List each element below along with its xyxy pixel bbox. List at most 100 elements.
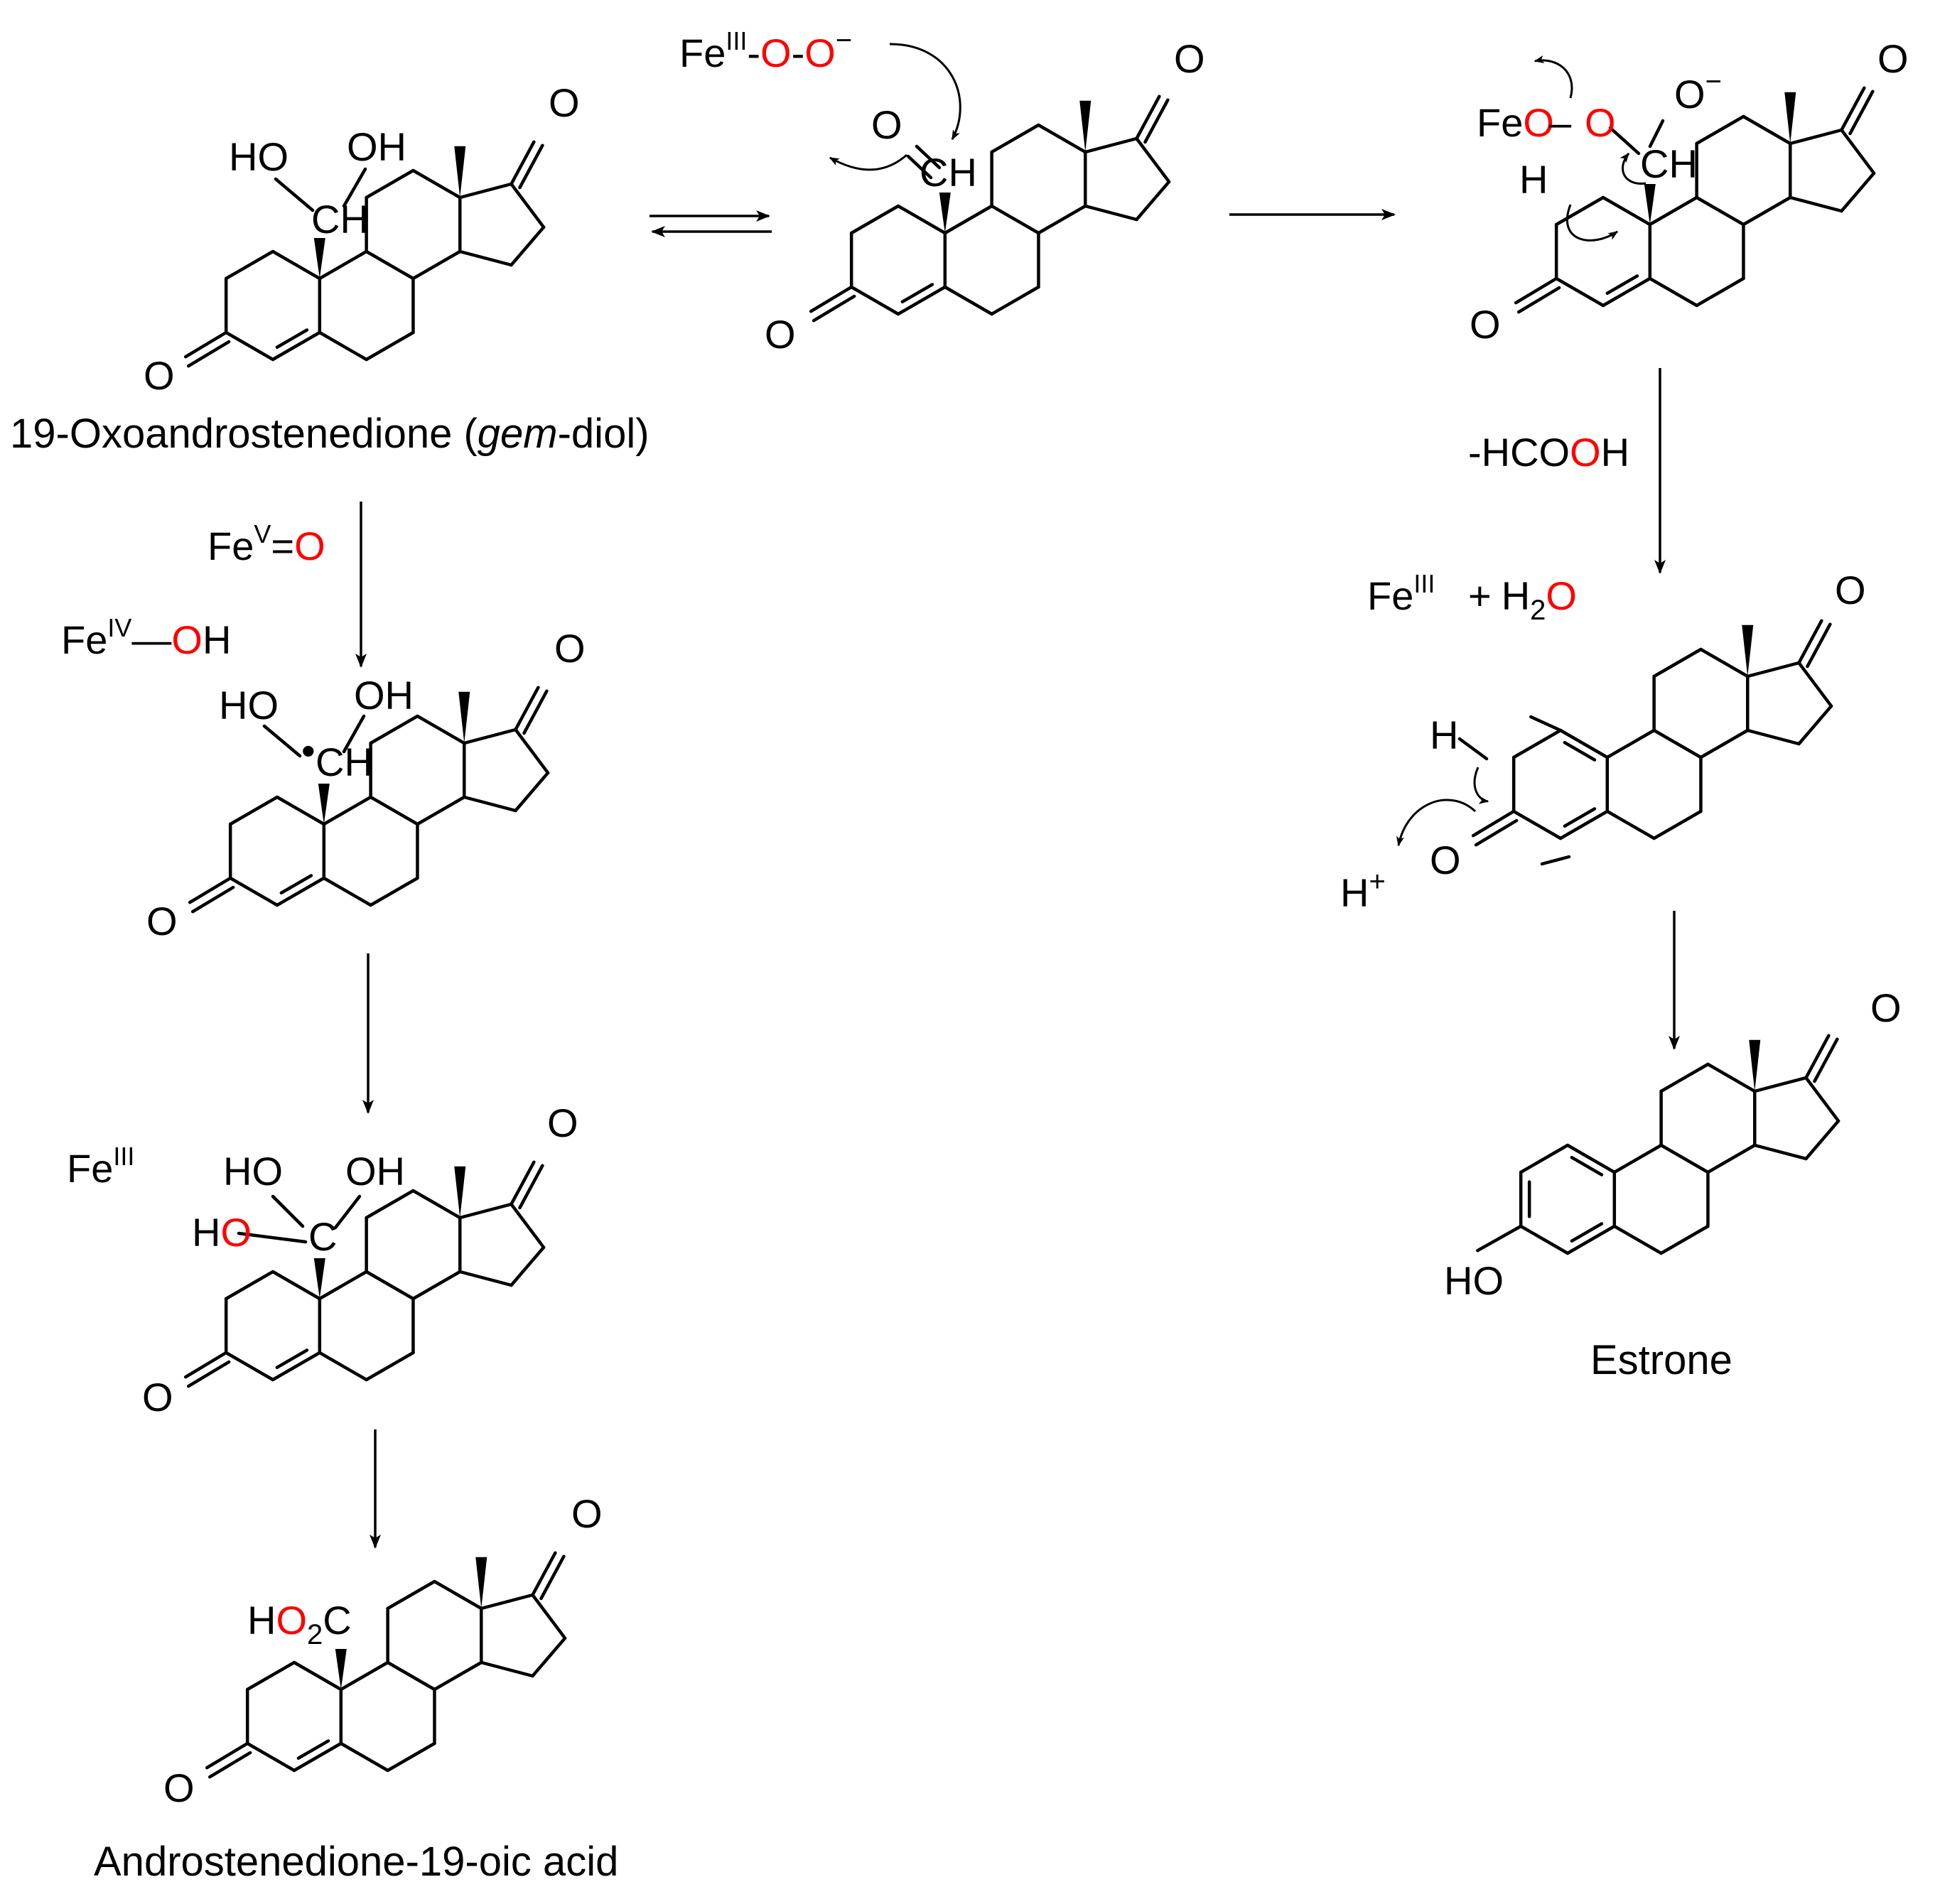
reagent-fe-iii-right: FeIII bbox=[1367, 569, 1435, 618]
reagent-proton: H+ bbox=[1340, 866, 1386, 915]
c18-methyl-wedge bbox=[1742, 624, 1754, 676]
ring-c-bond bbox=[1659, 1062, 1710, 1093]
atom-oh: OH bbox=[347, 124, 406, 169]
c3-carbonyl-double bbox=[1516, 286, 1561, 314]
caption-estrone: Estrone bbox=[1590, 1337, 1732, 1383]
ring-c-bond bbox=[1037, 123, 1087, 154]
atom-o-3: O bbox=[163, 1765, 195, 1810]
ring-b-bond bbox=[1652, 809, 1703, 840]
c4-c5-double-bond bbox=[1605, 274, 1639, 296]
atom-o-3: O bbox=[1470, 302, 1501, 347]
ring-a-bond bbox=[1519, 1224, 1570, 1255]
c4-c5-double-bond bbox=[296, 1739, 330, 1760]
ring-d-bond bbox=[1135, 180, 1171, 222]
ring-d-bond bbox=[1804, 1076, 1840, 1123]
ring-d-bond bbox=[1840, 128, 1876, 175]
ring-c-bond bbox=[1695, 114, 1745, 146]
ring-b-bond bbox=[1695, 195, 1745, 227]
ring-a-bond bbox=[271, 330, 322, 362]
molecule-radical bbox=[188, 686, 550, 914]
substituent-bond bbox=[915, 144, 942, 170]
c19-wedge bbox=[313, 1258, 325, 1299]
ring-b-bond bbox=[1648, 276, 1698, 308]
ring-b-bond bbox=[1659, 1143, 1710, 1174]
ring-d-bond bbox=[510, 1202, 546, 1250]
substituent-bond bbox=[342, 714, 366, 754]
ring-a-bond bbox=[1511, 809, 1563, 840]
ring-d-bond bbox=[458, 249, 513, 267]
substituent-bond bbox=[1540, 855, 1571, 866]
substituent-bond bbox=[274, 177, 315, 212]
c3-carbonyl-double bbox=[812, 294, 856, 323]
molecule-peroxy-labels: FeO – O O− CH H O O bbox=[1470, 36, 1909, 347]
ring-a-bond bbox=[1519, 1143, 1570, 1174]
ring-d-bond bbox=[1789, 128, 1843, 146]
ring-b-bond bbox=[369, 795, 419, 826]
substituent-bond bbox=[1648, 119, 1665, 148]
atom-h: H bbox=[1430, 713, 1458, 757]
ring-a-bond bbox=[1558, 809, 1610, 840]
ring-c-bond bbox=[369, 714, 419, 745]
substituent-bond bbox=[271, 1194, 305, 1228]
c3-carbonyl bbox=[183, 330, 228, 359]
ring-b-bond bbox=[990, 204, 1040, 235]
ring-a-bond bbox=[1558, 728, 1610, 759]
atom-o-17: O bbox=[549, 80, 580, 125]
atom-fe: FeO bbox=[1477, 100, 1554, 145]
c19-substituent-bonds bbox=[237, 119, 1665, 1244]
c17-carbonyl bbox=[531, 1551, 557, 1597]
c18-methyl-wedge bbox=[458, 691, 470, 743]
ring-c-bond bbox=[1706, 1143, 1757, 1174]
ring-c-bond bbox=[416, 795, 466, 826]
ring-b-bond bbox=[1605, 809, 1656, 840]
substituent-bond bbox=[342, 167, 367, 208]
curly-arrow-peroxo-attack bbox=[889, 43, 961, 141]
c17-carbonyl bbox=[1797, 619, 1823, 665]
ring-b-bond bbox=[318, 330, 368, 362]
curly-arrow-ch-bond bbox=[1473, 767, 1489, 804]
molecule-gem-diol-labels: HO OH CH O O bbox=[144, 80, 580, 398]
c18-methyl-wedge bbox=[1749, 1039, 1761, 1091]
ring-d-bond bbox=[1135, 136, 1171, 184]
molecule-peroxyhemiacetal bbox=[1514, 86, 1876, 314]
ring-d-bond bbox=[1804, 1119, 1840, 1161]
c3-hydroxyl-bond bbox=[1476, 1224, 1523, 1253]
substituent-bond bbox=[1608, 126, 1641, 156]
ring-a-bond bbox=[896, 204, 947, 235]
atom-o-17: O bbox=[1877, 36, 1909, 81]
molecule-estrone bbox=[1476, 1034, 1840, 1255]
curly-arrow-cc-cleavage bbox=[1619, 152, 1646, 185]
c17-carbonyl-double bbox=[539, 1554, 566, 1601]
ring-d-bond bbox=[458, 182, 513, 200]
c17-carbonyl bbox=[1804, 1034, 1831, 1080]
ring-d-bond bbox=[458, 1202, 513, 1220]
ring-d-bond bbox=[1746, 661, 1801, 678]
ring-b-bond bbox=[365, 330, 415, 362]
atom-o-aldehyde: O bbox=[871, 102, 902, 147]
ring-c-bond bbox=[1699, 728, 1750, 759]
ring-d-bond bbox=[1797, 661, 1833, 708]
ring-d-bond bbox=[463, 795, 517, 813]
ring-b-bond bbox=[318, 1270, 368, 1301]
ring-d-bond bbox=[1840, 171, 1876, 213]
atom-h: H bbox=[1519, 157, 1548, 202]
molecule-gem-diol bbox=[183, 140, 546, 368]
ring-c-bond bbox=[416, 714, 466, 745]
atom-ho: HO bbox=[1444, 1258, 1504, 1303]
substituent-bond bbox=[333, 1194, 362, 1230]
atom-o-17: O bbox=[1870, 985, 1902, 1030]
reaction-arrows bbox=[355, 209, 1680, 1549]
ring-d-bond bbox=[463, 727, 517, 745]
ring-a-bond bbox=[224, 249, 275, 281]
ring-d-bond bbox=[1797, 704, 1833, 746]
molecule-orthoacid-labels: HO OH HO C O O bbox=[142, 1100, 578, 1419]
c17-carbonyl-double bbox=[522, 689, 549, 735]
c17-carbonyl bbox=[514, 686, 540, 732]
ring-d-bond bbox=[510, 225, 546, 267]
atom-o-minus-bond: – bbox=[1549, 100, 1572, 145]
caption-acid: Androstenedione-19-oic acid bbox=[94, 1839, 618, 1885]
reagent-fe-oxo: FeV=O bbox=[207, 519, 325, 568]
atom-ch: CH bbox=[311, 197, 369, 242]
caption-gem-diol: 19-Oxoandrostenedione (gem-diol) bbox=[10, 411, 650, 457]
